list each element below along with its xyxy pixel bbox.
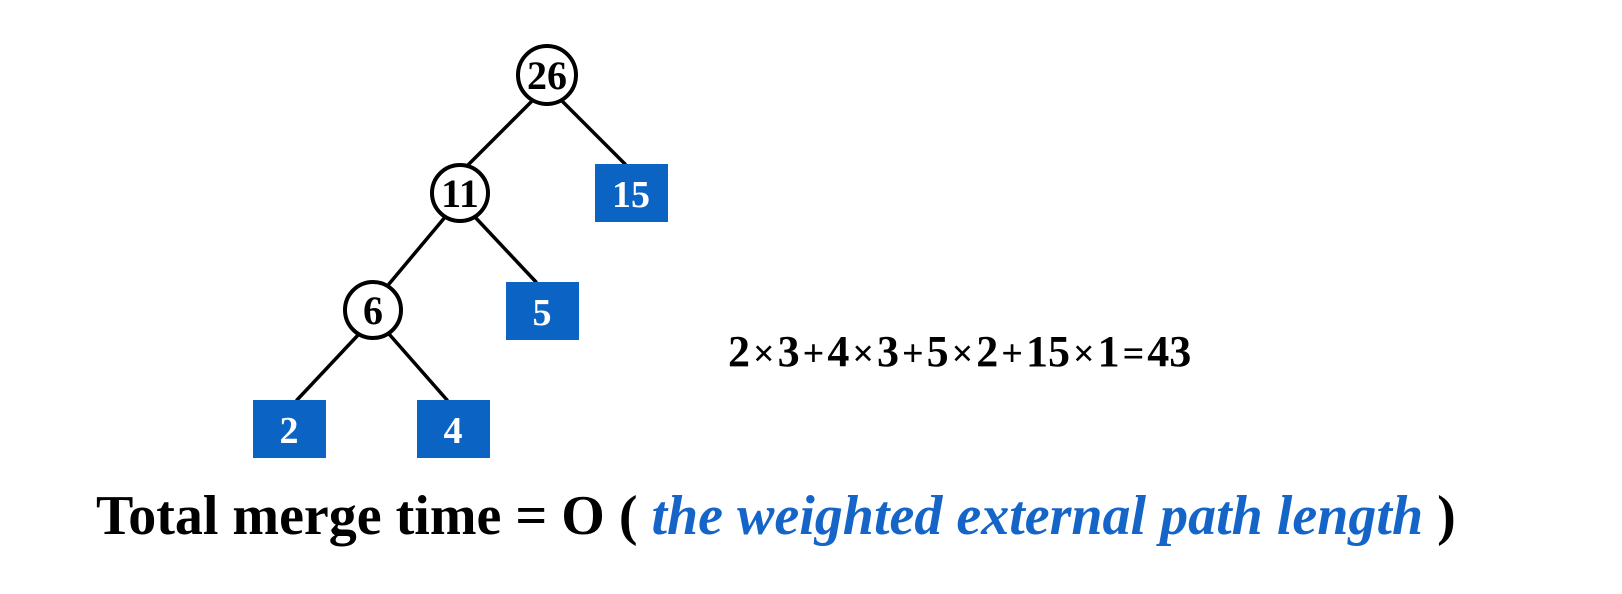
formula-term: 1 [1097, 327, 1120, 376]
formula-term: 5 [926, 327, 949, 376]
caption-prefix: Total merge time = O ( [96, 485, 638, 547]
leaf-label-2: 2 [280, 410, 299, 452]
edge-26-11 [464, 98, 535, 169]
formula-operator: × [852, 333, 874, 375]
leaf-2: 2 [253, 400, 326, 458]
edge-11-6 [387, 214, 448, 286]
formula-term: 3 [876, 327, 899, 376]
formula-operator: + [802, 333, 825, 375]
leaf-label-4: 4 [444, 410, 463, 452]
caption-emphasis: the weighted external path length [651, 485, 1424, 547]
formula-term: 3 [777, 327, 800, 376]
formula-term: 15 [1025, 327, 1070, 376]
leaf-5: 5 [506, 282, 579, 340]
formula-operator: × [951, 333, 974, 375]
caption: Total merge time = O ( the weighted exte… [96, 488, 1456, 544]
formula-term: 2 [976, 327, 999, 376]
formula-term: 2 [728, 327, 750, 376]
leaf-label-15: 15 [612, 174, 650, 216]
internal-node-26: 26 [516, 44, 578, 106]
weighted-path-formula: 2×3+4×3+5×2+15×1=43 [728, 330, 1191, 374]
node-label-6: 6 [363, 288, 383, 333]
caption-suffix: ) [1437, 485, 1456, 547]
internal-node-6: 6 [343, 280, 403, 340]
node-label-26: 26 [527, 53, 567, 98]
internal-node-11: 11 [430, 163, 490, 223]
formula-operator: × [1072, 333, 1095, 375]
edge-6-2 [295, 332, 361, 402]
formula-term: 4 [827, 327, 850, 376]
merge-tree-diagram: 26 11 6 15 5 2 4 [253, 44, 668, 458]
leaf-label-5: 5 [533, 292, 552, 334]
formula-operator: × [753, 333, 775, 375]
formula-result: 43 [1147, 327, 1192, 376]
formula-operator: + [901, 333, 924, 375]
leaf-4: 4 [417, 400, 490, 458]
edge-11-5 [472, 214, 538, 284]
formula-operator: = [1122, 333, 1145, 375]
leaf-15: 15 [595, 164, 668, 222]
edge-6-4 [387, 332, 449, 402]
tree-edges [295, 98, 627, 402]
edge-26-15 [559, 98, 627, 166]
formula-operator: + [1001, 333, 1023, 375]
node-label-11: 11 [441, 171, 479, 216]
